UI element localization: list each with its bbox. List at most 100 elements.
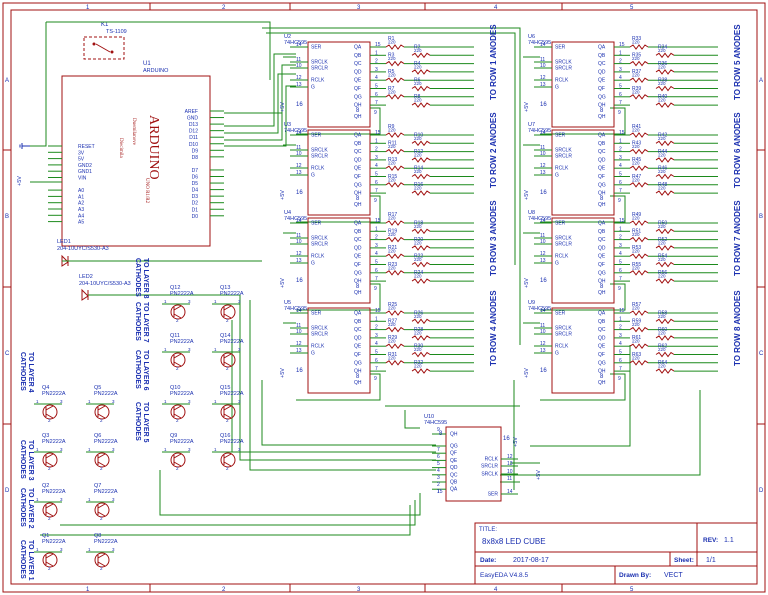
transistor-ref: Q3 (42, 433, 49, 439)
sr-out-name: QG (354, 270, 362, 276)
transistor-part: PN2222A (220, 391, 244, 397)
sr-pin-num: 16 (296, 190, 303, 196)
frame-col-label-top: 1 (86, 5, 90, 11)
u10-pin-num: 13 (507, 461, 513, 467)
wire (239, 295, 436, 461)
resistor-ref: R44 (658, 149, 667, 155)
sr-pin-name: RCLK (555, 166, 569, 172)
resistor-ref: R23 (388, 262, 397, 268)
resistor-ref: R61 (632, 335, 641, 341)
sr-pin-name: SER (311, 45, 322, 51)
resistor-ref: R17 (388, 212, 397, 218)
resistor-value: 220 (658, 240, 666, 245)
u10-pin-num: 7 (437, 447, 440, 453)
sr-out-num: 6 (375, 92, 378, 98)
sr-out-name: QA (354, 133, 362, 139)
sr-pin-num: 8 (600, 108, 604, 114)
sr-out-name: QC (354, 61, 362, 67)
resistor-value: 220 (388, 265, 396, 270)
arduino-sub3: UNO R1/R2 (144, 178, 149, 204)
resistor-ref: R33 (632, 36, 641, 42)
transistor-pin-num: 3 (112, 447, 115, 452)
resistor (655, 351, 675, 358)
sr-pin-num: 13 (540, 82, 546, 88)
sr-pin-num: 10 (296, 63, 302, 69)
transistor-pin-num: 1 (164, 399, 167, 404)
resistor-ref: R26 (414, 310, 423, 316)
arduino-pin-label: D5 (192, 181, 199, 187)
resistor-ref: R62 (658, 344, 667, 350)
sr-part: 74HC595 (528, 216, 551, 222)
resistor-ref: R27 (388, 319, 397, 325)
resistor (411, 261, 431, 268)
resistor (629, 310, 649, 316)
resistor-value: 220 (414, 152, 422, 157)
sr-out-num: 6 (375, 358, 378, 364)
layer-label: TO LAYER 7 (142, 302, 149, 343)
sr-out-name: QB (354, 141, 362, 147)
resistor-value: 220 (632, 177, 640, 182)
sr-ref: U9 (528, 300, 535, 306)
frame-row-label-left: D (5, 488, 10, 494)
resistor-value: 220 (388, 177, 396, 182)
resistor (411, 351, 431, 358)
sheet-value: 1/1 (706, 557, 716, 564)
resistor-value: 220 (388, 216, 396, 221)
sr-out-num: 15 (375, 130, 381, 136)
transistor-pin-num: 2 (176, 318, 179, 323)
sr-out-num: 2 (619, 147, 622, 153)
resistor-value: 220 (414, 224, 422, 229)
transistor-ref: Q13 (220, 285, 230, 291)
wire (404, 410, 420, 429)
sr-out-num: 2 (375, 235, 378, 241)
resistor-ref: R7 (388, 86, 395, 92)
sr-pin-name: SRCLR (555, 154, 572, 160)
sr-out-name: QF (354, 86, 361, 92)
layer-label-cathodes: CATHODES (19, 488, 26, 527)
resistor (411, 69, 431, 75)
sr-out-num: 1 (375, 138, 378, 144)
sr-out-num: 15 (375, 218, 381, 224)
transistor-part: PN2222A (220, 291, 244, 297)
resistor (385, 359, 405, 366)
arduino-pin-label: D3 (192, 194, 199, 200)
resistor-value: 220 (388, 144, 396, 149)
sr-pin-num: 12 (296, 75, 302, 81)
resistor-value: 220 (658, 314, 666, 319)
transistor-body (220, 304, 236, 320)
arduino-pin-label: RESET (78, 144, 95, 150)
wire (296, 373, 381, 401)
transistor-pin-num: 1 (164, 299, 167, 304)
u10-pin-num: 6 (437, 454, 440, 460)
sr-out-num: 7 (375, 188, 378, 194)
sr-pin-name: SER (555, 45, 566, 51)
sr-out-name: QG (598, 360, 606, 366)
resistor-value: 220 (414, 81, 422, 86)
sr-out-name: QH (598, 279, 606, 285)
resistor-value: 220 (414, 169, 422, 174)
arduino-part: ARDUINO (143, 68, 169, 74)
resistor-ref: R60 (658, 327, 667, 333)
transistor-pin-num: 1 (36, 547, 39, 552)
sr-vcc-label: +5V (524, 102, 530, 112)
sr-out-num: 7 (619, 188, 622, 194)
sr-pin-num: 11 (296, 233, 301, 239)
sr-out-num: 2 (375, 59, 378, 65)
sr-pin-name: SRCLR (555, 66, 572, 72)
sr-pin-num: 8 (356, 108, 360, 114)
resistor-value: 220 (658, 48, 666, 53)
arduino-pin-label: D1 (192, 207, 199, 213)
sr-out-name: QH (354, 191, 362, 197)
resistor-ref: R21 (388, 245, 397, 251)
resistor-value: 220 (414, 274, 422, 279)
sr-out-num: 2 (375, 147, 378, 153)
transistor-pin-num: 1 (88, 547, 91, 552)
resistor-value: 220 (632, 355, 640, 360)
resistor-ref: R54 (658, 254, 667, 260)
frame-row-label-right: C (759, 351, 764, 357)
transistor-body (94, 452, 110, 468)
